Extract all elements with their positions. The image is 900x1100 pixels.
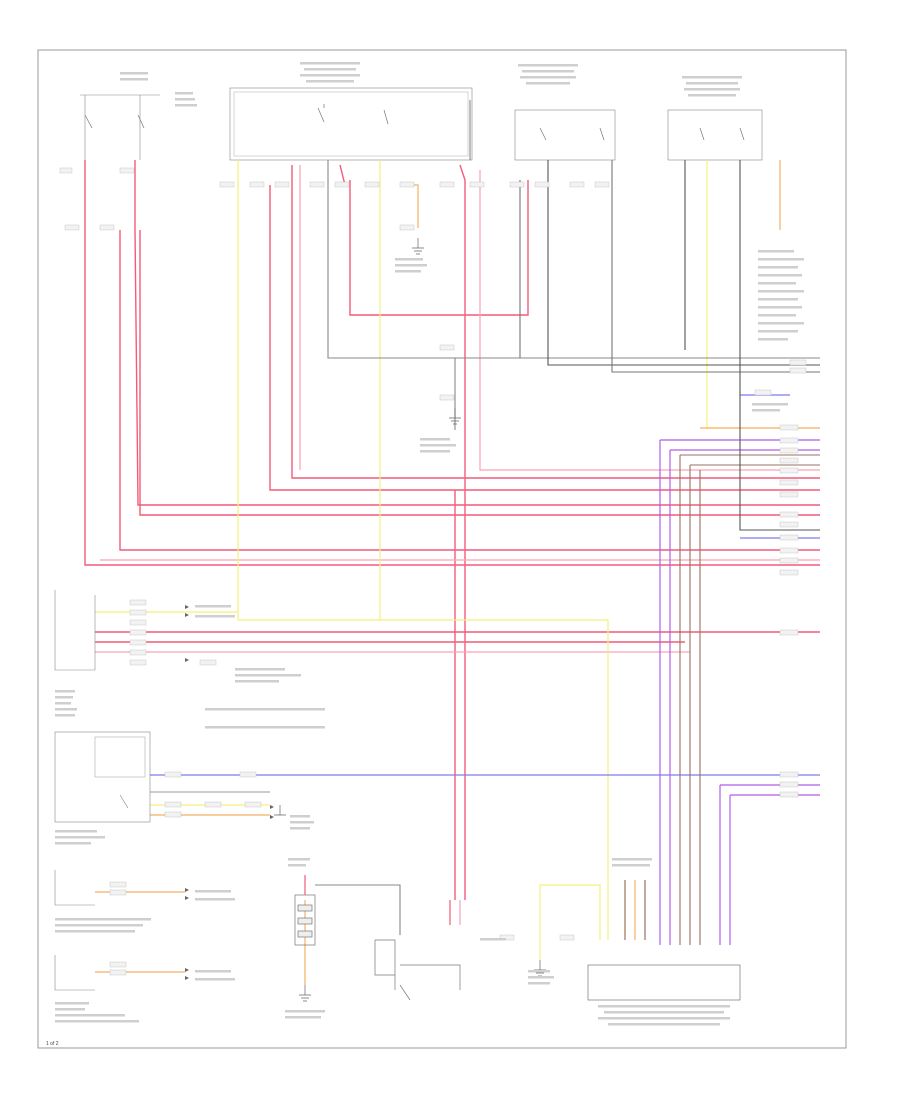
wires-pink bbox=[95, 165, 820, 653]
relay-switches bbox=[84, 104, 745, 141]
wires-dark bbox=[150, 100, 820, 945]
diagram-frame bbox=[37, 49, 847, 1049]
left-components bbox=[54, 590, 151, 991]
wires-red bbox=[84, 160, 820, 900]
wire-tags bbox=[59, 167, 807, 976]
connector-arrows bbox=[185, 605, 274, 980]
bottom-motor-relay bbox=[294, 894, 741, 1001]
bottom-connector-stubs bbox=[304, 875, 646, 940]
relay-box-left bbox=[229, 87, 763, 161]
wires-orange bbox=[95, 160, 820, 985]
fuse-block-top-left bbox=[80, 94, 160, 160]
label-placeholders bbox=[55, 62, 804, 1026]
wires-blue bbox=[150, 394, 820, 776]
page-number: 1 of 2 bbox=[46, 1041, 59, 1047]
